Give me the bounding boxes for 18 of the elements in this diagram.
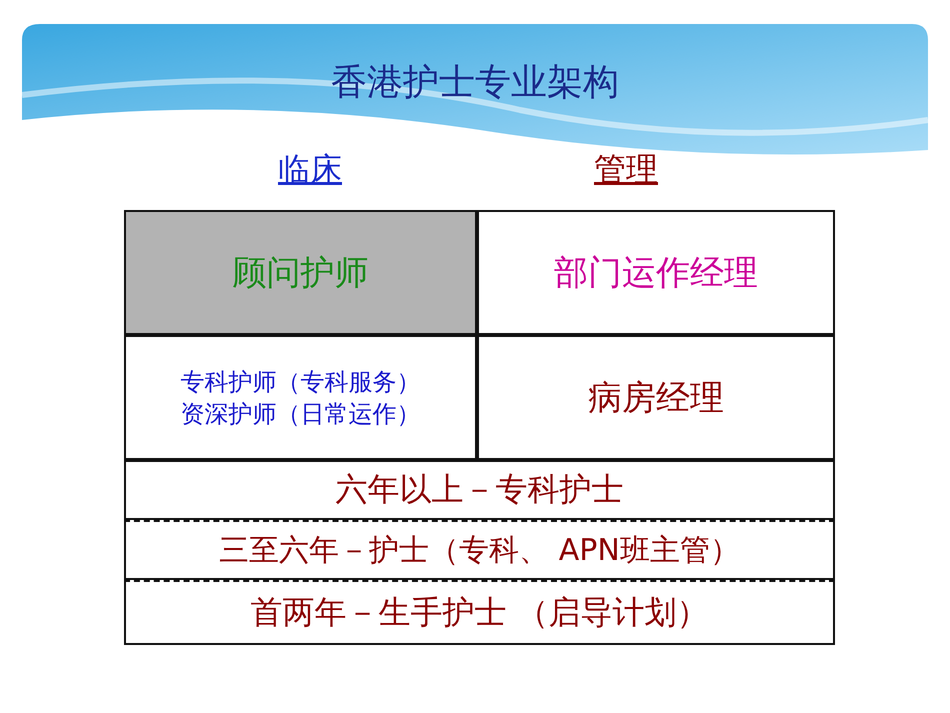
table-cell (124, 520, 835, 580)
cell-text: 病房经理 (588, 376, 724, 420)
column-heading: 临床 (278, 149, 342, 190)
cell-text: 部门运作经理 (554, 252, 758, 294)
cell-text: 首两年－生手护士 （启导计划） (250, 592, 709, 632)
cell-text: 资深护师（日常运作） (180, 398, 420, 430)
cell-text: 三至六年－护士（专科、 APN班主管） (219, 532, 740, 570)
table-cell (124, 460, 835, 520)
table-cell (124, 335, 477, 460)
table-cell (124, 580, 835, 645)
table-cell (124, 210, 477, 335)
cell-text: 顾问护师 (232, 252, 368, 294)
title: 香港护士专业架构 (330, 61, 620, 105)
table-cell (477, 335, 835, 460)
table-cell (477, 210, 835, 335)
cell-text: 专科护师（专科服务） (180, 366, 420, 398)
column-heading: 管理 (594, 149, 658, 190)
cell-text: 六年以上－专科护士 (336, 469, 624, 510)
